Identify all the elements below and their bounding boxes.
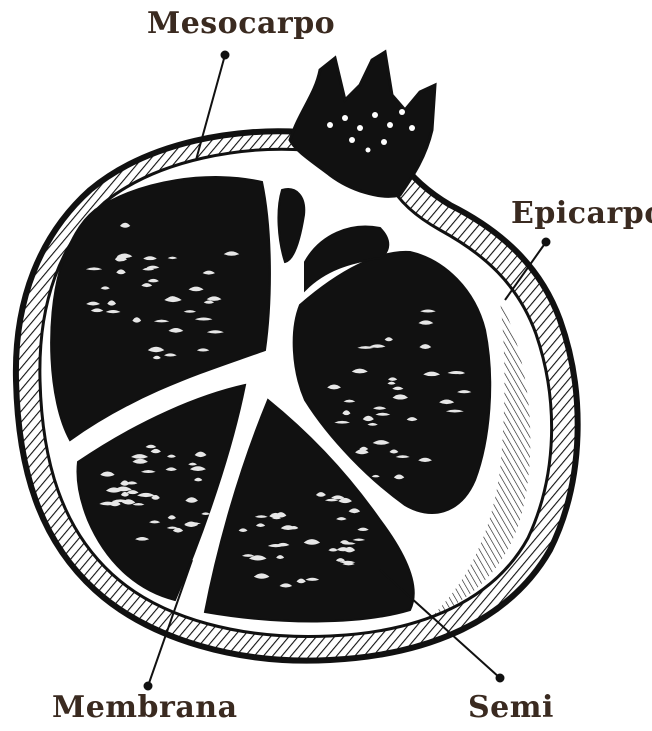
label-mesocarp: Mesocarpo [147, 6, 335, 41]
leader-dot-seeds [497, 675, 504, 682]
label-seeds: Semi [468, 690, 554, 725]
leader-dot-mesocarp [222, 52, 229, 59]
label-epicarp: Epicarpo [511, 196, 652, 231]
label-membrane: Membrana [52, 690, 238, 725]
pomegranate-fruit [16, 52, 578, 661]
leader-dot-membrane [145, 683, 152, 690]
leader-dot-epicarp [543, 239, 550, 246]
